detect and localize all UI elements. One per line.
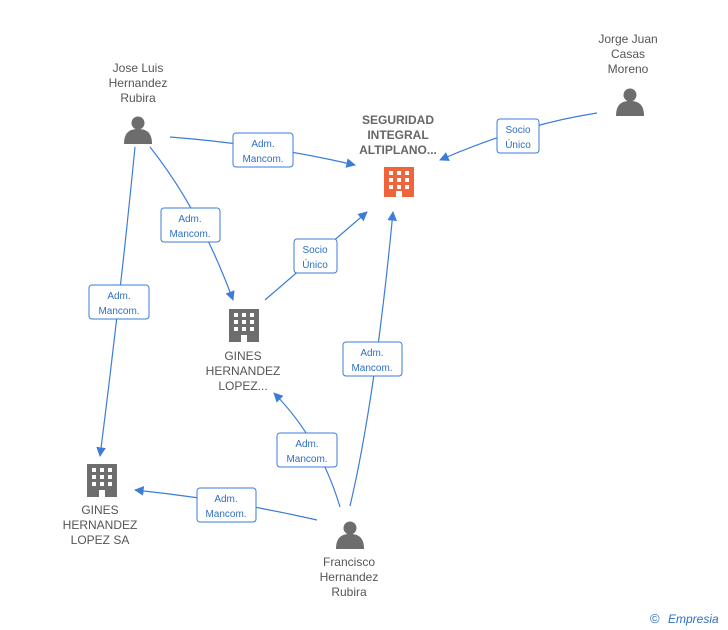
svg-text:Mancom.: Mancom. [242, 154, 283, 165]
svg-text:Jose Luis: Jose Luis [113, 61, 164, 75]
node-label-line: Francisco [323, 555, 375, 569]
svg-text:ALTIPLANO...: ALTIPLANO... [359, 143, 437, 157]
svg-text:Socio: Socio [505, 125, 530, 136]
person-icon [616, 88, 644, 116]
edge-label-line: Socio [302, 245, 327, 256]
svg-text:Rubira: Rubira [331, 585, 367, 599]
edge-label-line: Mancom. [169, 229, 210, 240]
edge-gines-lopez-seguridad[interactable]: Socio Único [264, 211, 368, 301]
edge-label-line: Adm. [295, 439, 318, 450]
svg-text:Mancom.: Mancom. [351, 363, 392, 374]
edge-jose-gines-lopez[interactable]: Adm. Mancom. [149, 146, 235, 301]
svg-text:Mancom.: Mancom. [169, 229, 210, 240]
edge-label-line: Adm. [251, 139, 274, 150]
edge-label-line: Socio [505, 125, 530, 136]
empresia-watermark: © Empresia [650, 611, 719, 626]
copyright-symbol: © [650, 611, 660, 626]
svg-text:INTEGRAL: INTEGRAL [367, 128, 428, 142]
svg-text:©: © [650, 611, 660, 626]
svg-text:Mancom.: Mancom. [286, 454, 327, 465]
node-label-line: Jorge Juan [598, 32, 657, 46]
svg-text:SEGURIDAD: SEGURIDAD [362, 113, 434, 127]
edge-label-line: Adm. [360, 348, 383, 359]
node-label-line: Rubira [331, 585, 367, 599]
edge-label-line: Mancom. [286, 454, 327, 465]
node-label-line: HERNANDEZ [63, 518, 138, 532]
edge-francisco-gines-sa[interactable]: Adm. Mancom. [134, 486, 318, 523]
edge-label-line: Mancom. [98, 306, 139, 317]
edge-label-line: Adm. [178, 214, 201, 225]
edge-jose-seguridad[interactable]: Adm. Mancom. [169, 132, 356, 168]
edge-label-line: Mancom. [242, 154, 283, 165]
node-label-line: GINES [224, 349, 261, 363]
company-node-seguridad[interactable]: SEGURIDAD INTEGRAL ALTIPLANO... [359, 113, 437, 197]
building-icon [87, 464, 117, 497]
svg-text:Empresia: Empresia [668, 612, 719, 626]
svg-text:Casas: Casas [611, 47, 645, 61]
svg-text:Rubira: Rubira [120, 91, 156, 105]
node-label-line: LOPEZ SA [71, 533, 130, 547]
person-icon [124, 116, 152, 144]
edge-label-line: Único [505, 138, 531, 151]
svg-text:Adm.: Adm. [251, 139, 274, 150]
company-node-gines-sa[interactable]: GINES HERNANDEZ LOPEZ SA [63, 464, 138, 547]
node-label-line: Hernandez [109, 76, 168, 90]
node-label-line: GINES [81, 503, 118, 517]
node-label-line: LOPEZ... [218, 379, 267, 393]
person-icon [336, 521, 364, 549]
person-node-jorge[interactable]: Jorge Juan Casas Moreno [598, 32, 658, 116]
svg-text:Adm.: Adm. [214, 494, 237, 505]
svg-text:Único: Único [302, 258, 328, 271]
edge-label-line: Adm. [107, 291, 130, 302]
node-label-line: ALTIPLANO... [359, 143, 437, 157]
node-label-line: Rubira [120, 91, 156, 105]
svg-text:Hernandez: Hernandez [109, 76, 168, 90]
person-node-jose[interactable]: Jose Luis Hernandez Rubira [109, 61, 168, 144]
node-label-line: Casas [611, 47, 645, 61]
edge-jose-gines-sa[interactable]: Adm. Mancom. [88, 146, 150, 457]
svg-text:Adm.: Adm. [107, 291, 130, 302]
person-node-francisco[interactable]: Francisco Hernandez Rubira [320, 521, 379, 600]
svg-text:HERNANDEZ: HERNANDEZ [206, 364, 281, 378]
svg-text:Adm.: Adm. [178, 214, 201, 225]
edge-label-line: Mancom. [205, 509, 246, 520]
edge-jorge-seguridad[interactable]: Socio Único [439, 112, 598, 161]
building-icon [384, 167, 414, 197]
edge-label-line: Único [302, 258, 328, 271]
svg-text:GINES: GINES [224, 349, 261, 363]
svg-text:Francisco: Francisco [323, 555, 375, 569]
node-label-line: Hernandez [320, 570, 379, 584]
svg-text:LOPEZ SA: LOPEZ SA [71, 533, 130, 547]
brand-name: Empresia [668, 612, 719, 626]
svg-text:Adm.: Adm. [295, 439, 318, 450]
company-node-gines-lopez[interactable]: GINES HERNANDEZ LOPEZ... [206, 309, 281, 393]
svg-text:Socio: Socio [302, 245, 327, 256]
svg-text:Único: Único [505, 138, 531, 151]
svg-text:Adm.: Adm. [360, 348, 383, 359]
node-label-line: Jose Luis [113, 61, 164, 75]
edge-label-line: Mancom. [351, 363, 392, 374]
edge-label-line: Adm. [214, 494, 237, 505]
svg-text:Moreno: Moreno [608, 62, 649, 76]
node-label-line: HERNANDEZ [206, 364, 281, 378]
svg-text:GINES: GINES [81, 503, 118, 517]
node-label-line: SEGURIDAD [362, 113, 434, 127]
svg-text:Hernandez: Hernandez [320, 570, 379, 584]
svg-text:Mancom.: Mancom. [205, 509, 246, 520]
svg-text:Jorge Juan: Jorge Juan [598, 32, 657, 46]
node-label-line: Moreno [608, 62, 649, 76]
edge-francisco-seguridad[interactable]: Adm. Mancom. [342, 211, 403, 507]
svg-text:LOPEZ...: LOPEZ... [218, 379, 267, 393]
svg-text:HERNANDEZ: HERNANDEZ [63, 518, 138, 532]
building-icon [229, 309, 259, 342]
node-label-line: INTEGRAL [367, 128, 428, 142]
edge-francisco-gines-lopez[interactable]: Adm. Mancom. [273, 392, 341, 508]
svg-text:Mancom.: Mancom. [98, 306, 139, 317]
